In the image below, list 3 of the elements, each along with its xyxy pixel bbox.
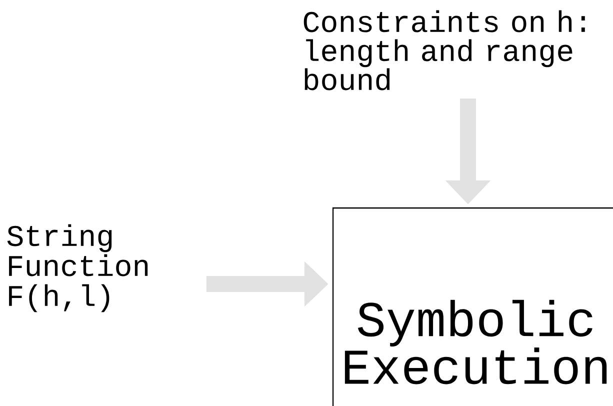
process-box: Symbolic Execution xyxy=(332,207,613,406)
text-label: String Function F(h,l) xyxy=(7,224,148,312)
text-label: Constraints on h: length and range bound xyxy=(304,10,585,90)
